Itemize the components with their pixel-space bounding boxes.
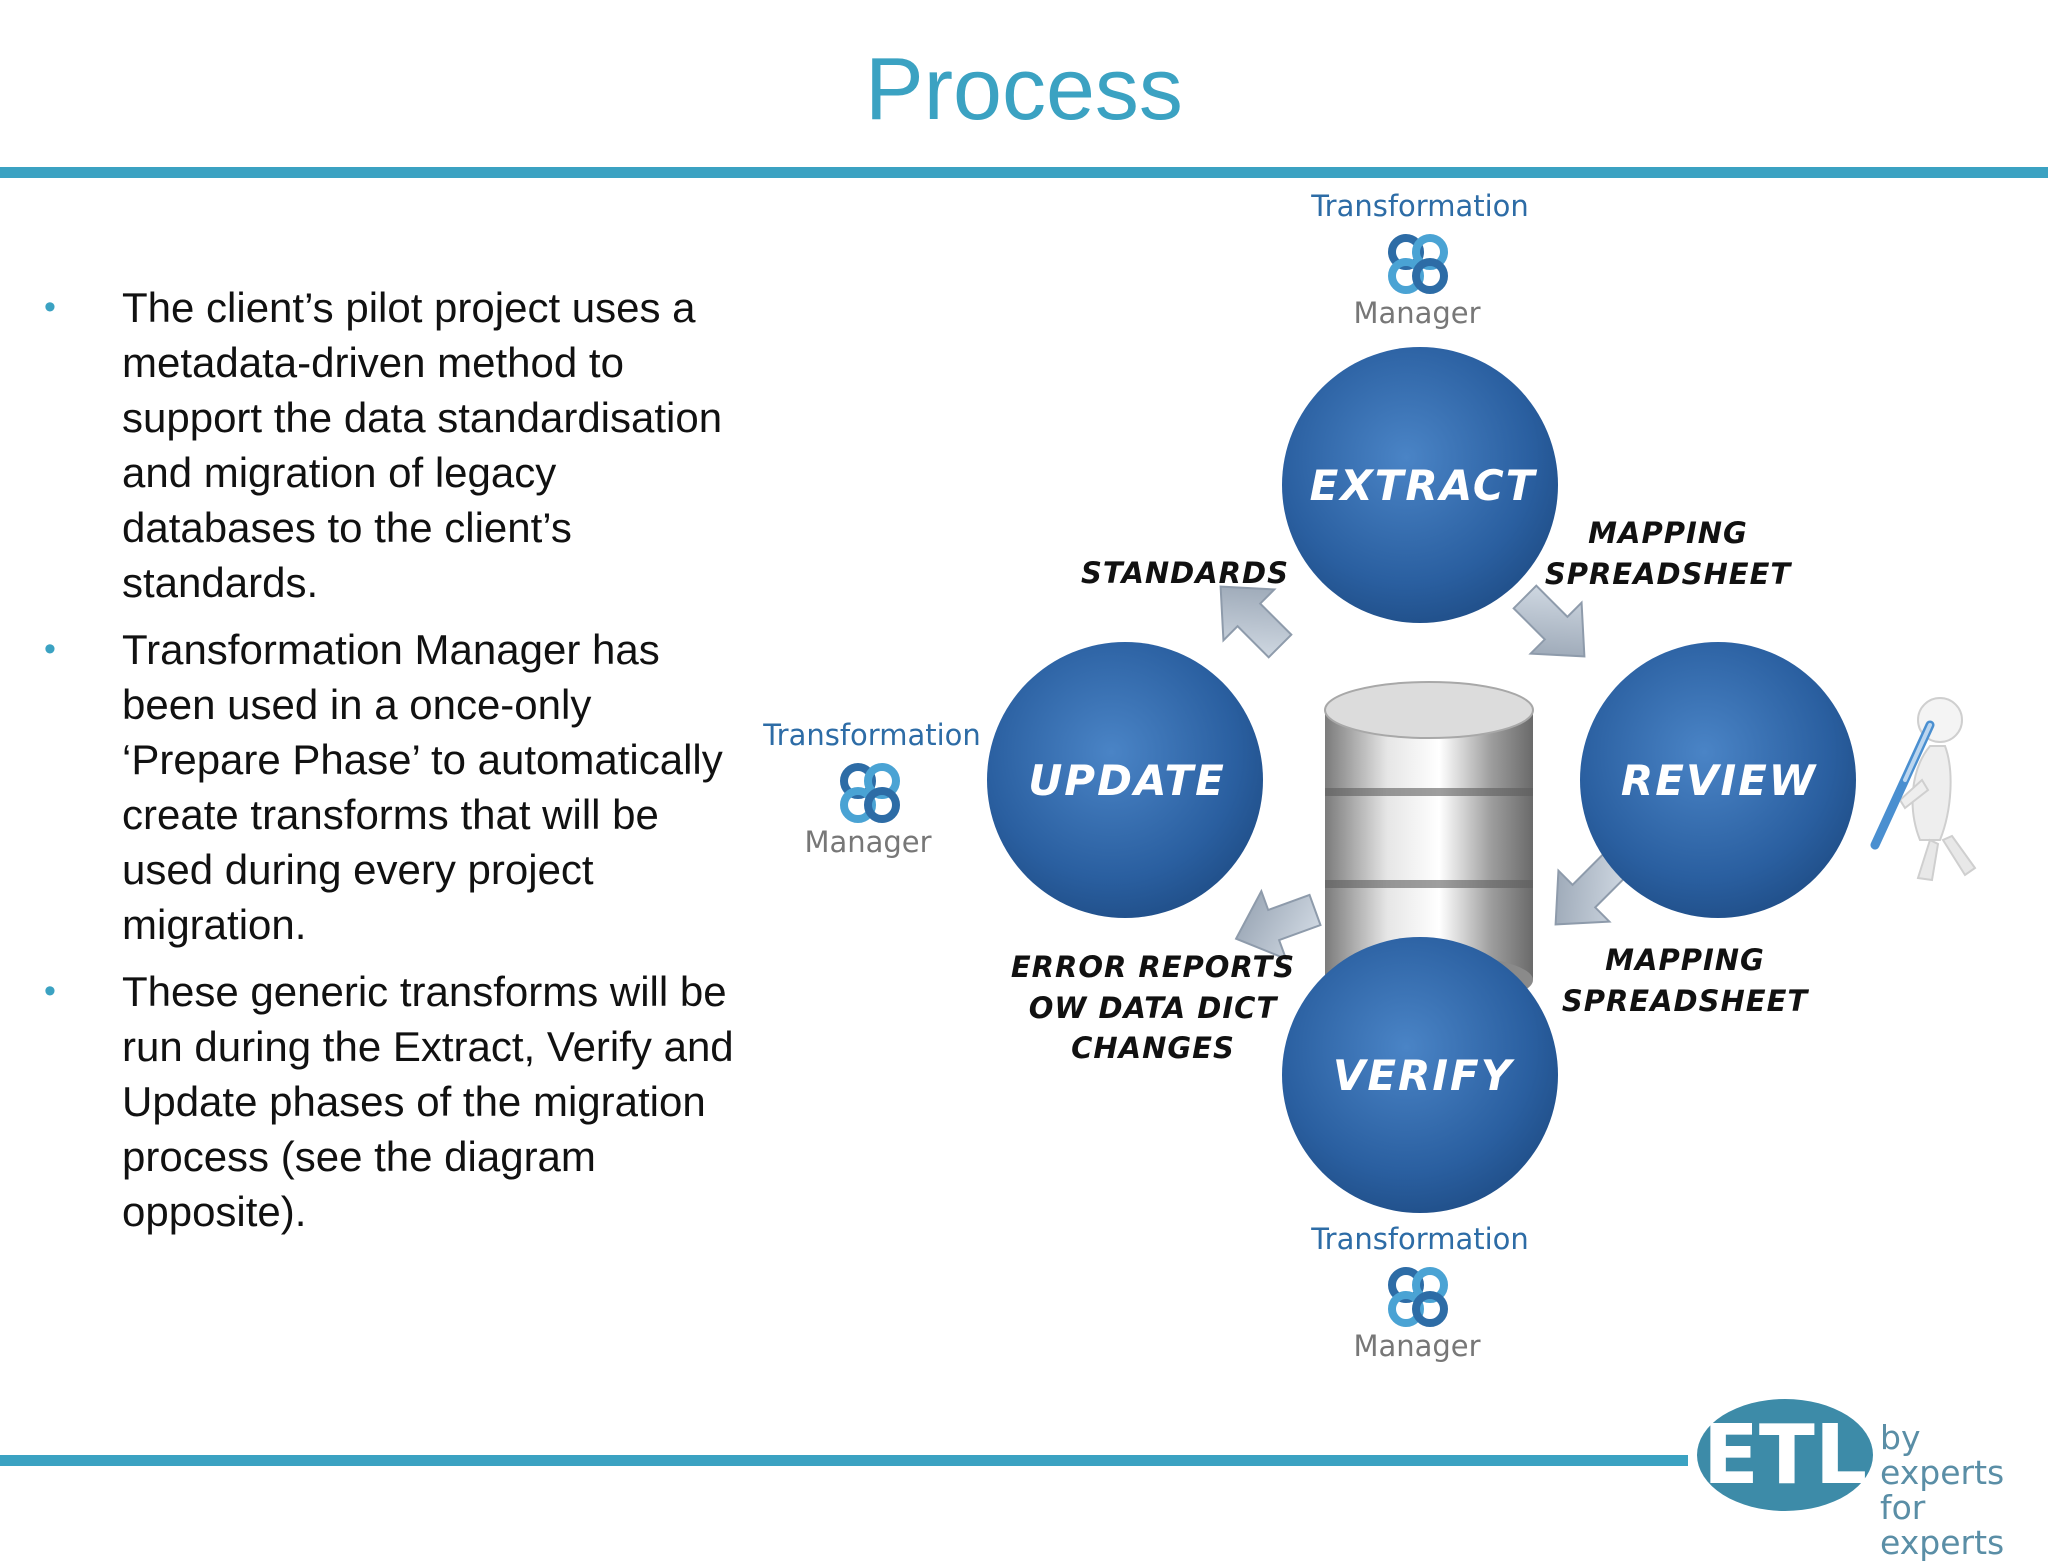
arrow-center-to-update	[1234, 888, 1322, 961]
tm-logo-word1: Transformation	[1310, 189, 1529, 223]
tm-logo-icon	[1392, 238, 1444, 290]
tm-logo-word2: Manager	[804, 825, 931, 859]
bullet-text: Transformation Manager has been used in …	[122, 626, 723, 948]
stage-verify-label: VERIFY	[1333, 1051, 1515, 1100]
tagline-line-1: by experts	[1880, 1418, 2005, 1492]
bottom-divider	[0, 1455, 1688, 1466]
bullet-item: • The client’s pilot project uses a metad…	[40, 280, 760, 610]
etl-logo: ETL	[1697, 1399, 1873, 1511]
stage-update: UPDATE	[987, 642, 1263, 918]
stage-extract-label: EXTRACT	[1310, 461, 1538, 510]
bullet-item: • These generic transforms will be run du…	[40, 964, 760, 1239]
tm-logo-icon	[844, 767, 896, 819]
top-divider	[0, 167, 2048, 178]
spreadsheet-bottom-label: SPREADSHEET	[1562, 984, 1810, 1018]
tm-logo-left: Transformation Manager	[762, 718, 981, 859]
spreadsheet-top-label: SPREADSHEET	[1545, 557, 1793, 591]
standards-label: STANDARDS	[1081, 556, 1289, 590]
changes-label: CHANGES	[1071, 1031, 1235, 1065]
bullet-item: • Transformation Manager has been used in…	[40, 622, 760, 952]
stage-extract: EXTRACT	[1282, 347, 1558, 623]
mapping-bottom-label: MAPPING	[1605, 943, 1765, 977]
stage-review-label: REVIEW	[1621, 756, 1818, 805]
bullet-icon: •	[44, 288, 56, 326]
tm-logo-bottom: Transformation Manager	[1310, 1222, 1529, 1363]
arrow-review-to-center	[1554, 852, 1628, 926]
process-diagram: Transformation Manager Transformation Ma…	[762, 189, 1977, 1363]
tm-logo-icon	[1392, 1271, 1444, 1323]
tm-logo-top: Transformation Manager	[1310, 189, 1529, 330]
tagline: by experts for experts	[1880, 1420, 2048, 1560]
arrow-update-to-extract	[1219, 585, 1293, 659]
slide-title: Process	[865, 39, 1183, 138]
bullet-list: • The client’s pilot project uses a metad…	[40, 280, 760, 1251]
bullet-icon: •	[44, 630, 56, 668]
error-reports-label: ERROR REPORTS	[1011, 950, 1295, 984]
tm-logo-word1: Transformation	[1310, 1222, 1529, 1256]
arrow-extract-to-review	[1512, 584, 1586, 658]
tm-logo-word1: Transformation	[762, 718, 981, 752]
data-dict-label: OW DATA DICT	[1029, 991, 1279, 1025]
bullet-icon: •	[44, 972, 56, 1010]
tagline-line-2: for experts	[1880, 1488, 2005, 1562]
bullet-text: These generic transforms will be run dur…	[122, 968, 734, 1235]
stage-review: REVIEW	[1580, 642, 1856, 918]
tm-logo-word2: Manager	[1353, 1329, 1480, 1363]
stage-verify: VERIFY	[1282, 937, 1558, 1213]
tm-logo-word2: Manager	[1353, 296, 1480, 330]
stage-update-label: UPDATE	[1028, 756, 1226, 805]
person-with-pen-icon	[1870, 697, 1977, 882]
mapping-top-label: MAPPING	[1588, 516, 1748, 550]
bullet-text: The client’s pilot project uses a metada…	[122, 284, 723, 606]
etl-logo-text: ETL	[1703, 1408, 1867, 1503]
